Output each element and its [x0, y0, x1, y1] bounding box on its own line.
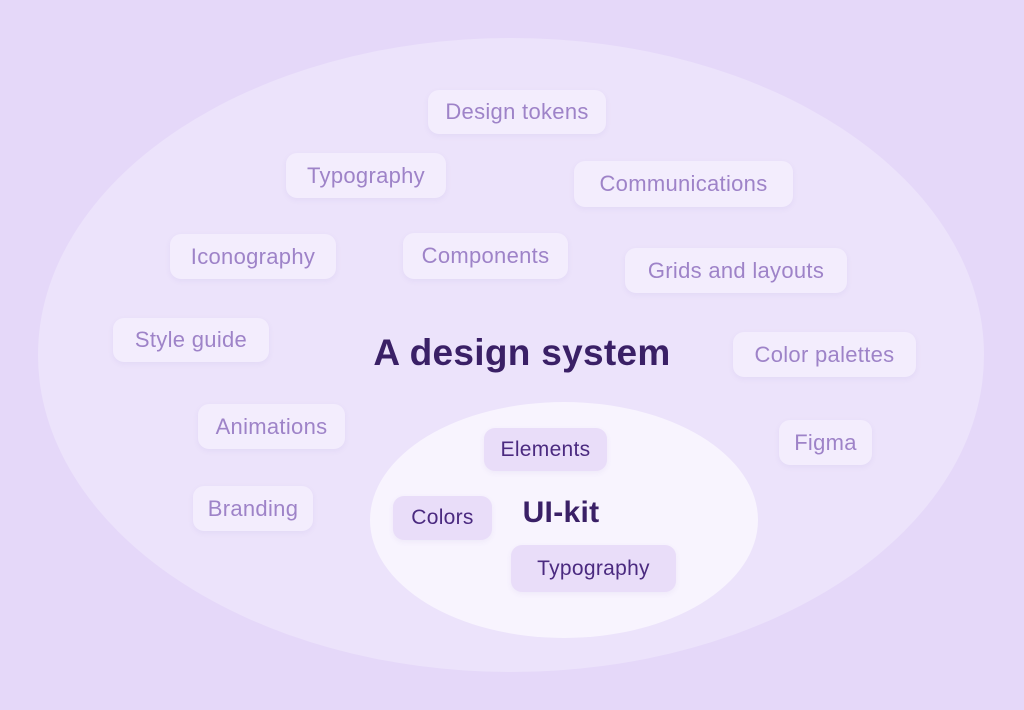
label-figma: Figma — [779, 420, 872, 465]
ui-kit-title: UI-kit — [522, 496, 600, 529]
label-colors: Colors — [393, 496, 492, 540]
label-color-palettes: Color palettes — [733, 332, 916, 377]
label-ui-typography: Typography — [511, 545, 676, 592]
label-style-guide: Style guide — [113, 318, 269, 362]
label-animations: Animations — [198, 404, 345, 449]
label-branding: Branding — [193, 486, 313, 531]
label-communications: Communications — [574, 161, 793, 207]
label-components: Components — [403, 233, 568, 279]
label-grids-and-layouts: Grids and layouts — [625, 248, 847, 293]
label-typography: Typography — [286, 153, 446, 198]
label-design-tokens: Design tokens — [428, 90, 606, 134]
diagram-title: A design system — [373, 332, 671, 373]
label-iconography: Iconography — [170, 234, 336, 279]
label-elements: Elements — [484, 428, 607, 471]
